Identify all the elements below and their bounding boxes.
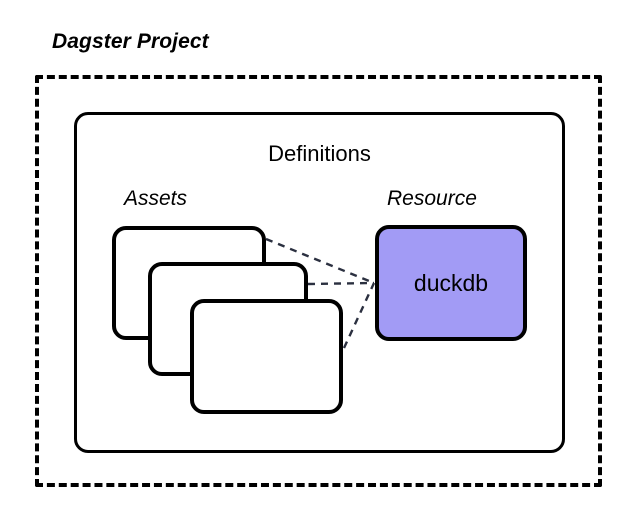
asset-card[interactable] <box>190 299 343 414</box>
project-boundary-dashed <box>35 75 602 487</box>
assets-section-label: Assets <box>124 187 188 210</box>
project-title: Dagster Project <box>52 30 209 53</box>
definitions-label: Definitions <box>268 141 371 166</box>
resource-duckdb-label: duckdb <box>413 269 489 296</box>
resource-section-label: Resource <box>387 187 477 210</box>
resource-duckdb-box[interactable]: duckdb <box>375 225 527 341</box>
